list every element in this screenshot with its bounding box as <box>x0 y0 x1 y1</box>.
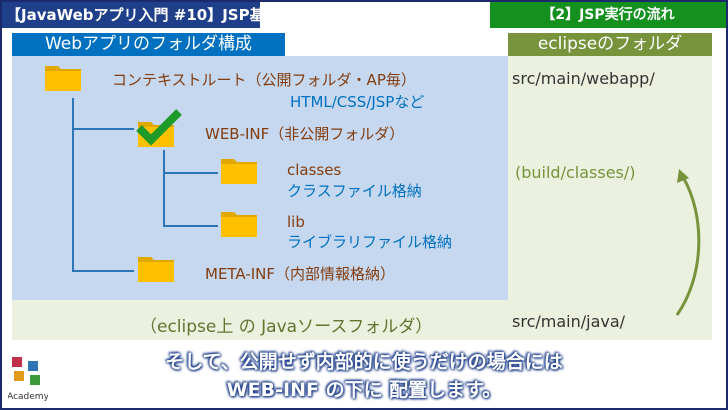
lib-sub: ライブラリファイル格納 <box>287 233 453 251</box>
section-badge: 【2】JSP実行の流れ <box>490 2 726 28</box>
curved-arrow-icon <box>675 169 701 316</box>
lib-label: lib <box>287 213 305 231</box>
left-heading: Webアプリのフォルダ構成 <box>12 33 285 56</box>
tree-line <box>72 128 134 130</box>
root-label: コンテキストルート（公開フォルダ・AP毎） <box>112 71 416 89</box>
svg-text:Academy: Academy <box>8 392 48 402</box>
metainf-label: META-INF（内部情報格納） <box>205 265 396 283</box>
webinf-label: WEB-INF（非公開フォルダ） <box>205 125 405 143</box>
build-path: (build/classes/) <box>515 163 636 182</box>
tree-line <box>72 98 74 271</box>
tree-line <box>163 172 218 174</box>
folder-structure-panel <box>12 56 508 300</box>
folder-icon <box>45 66 81 91</box>
tree-line <box>163 225 218 227</box>
webapp-path: src/main/webapp/ <box>512 69 655 88</box>
bottom-panel <box>12 300 712 340</box>
caption-line-2: WEB-INF の下に 配置します。 <box>226 379 502 401</box>
root-sub: HTML/CSS/JSPなど <box>290 93 425 111</box>
java-note: （eclipse上 の Javaソースフォルダ） <box>140 317 433 337</box>
folder-icon <box>138 257 174 282</box>
tree-line <box>163 150 165 226</box>
caption-line-1: そして、公開せず内部的に使うだけの場合には <box>165 351 563 373</box>
slide-title: 【JavaWebアプリ入門 #10】JSP基本 <box>2 2 280 28</box>
checkmark-icon <box>136 109 182 146</box>
folder-icon <box>221 159 257 184</box>
java-path: src/main/java/ <box>512 312 626 331</box>
tree-line <box>72 270 134 272</box>
right-heading: eclipseのフォルダ <box>508 33 712 56</box>
academy-logo: Academy <box>8 357 48 402</box>
classes-label: classes <box>287 161 342 179</box>
folder-icon <box>221 212 257 237</box>
classes-sub: クラスファイル格納 <box>287 182 422 200</box>
